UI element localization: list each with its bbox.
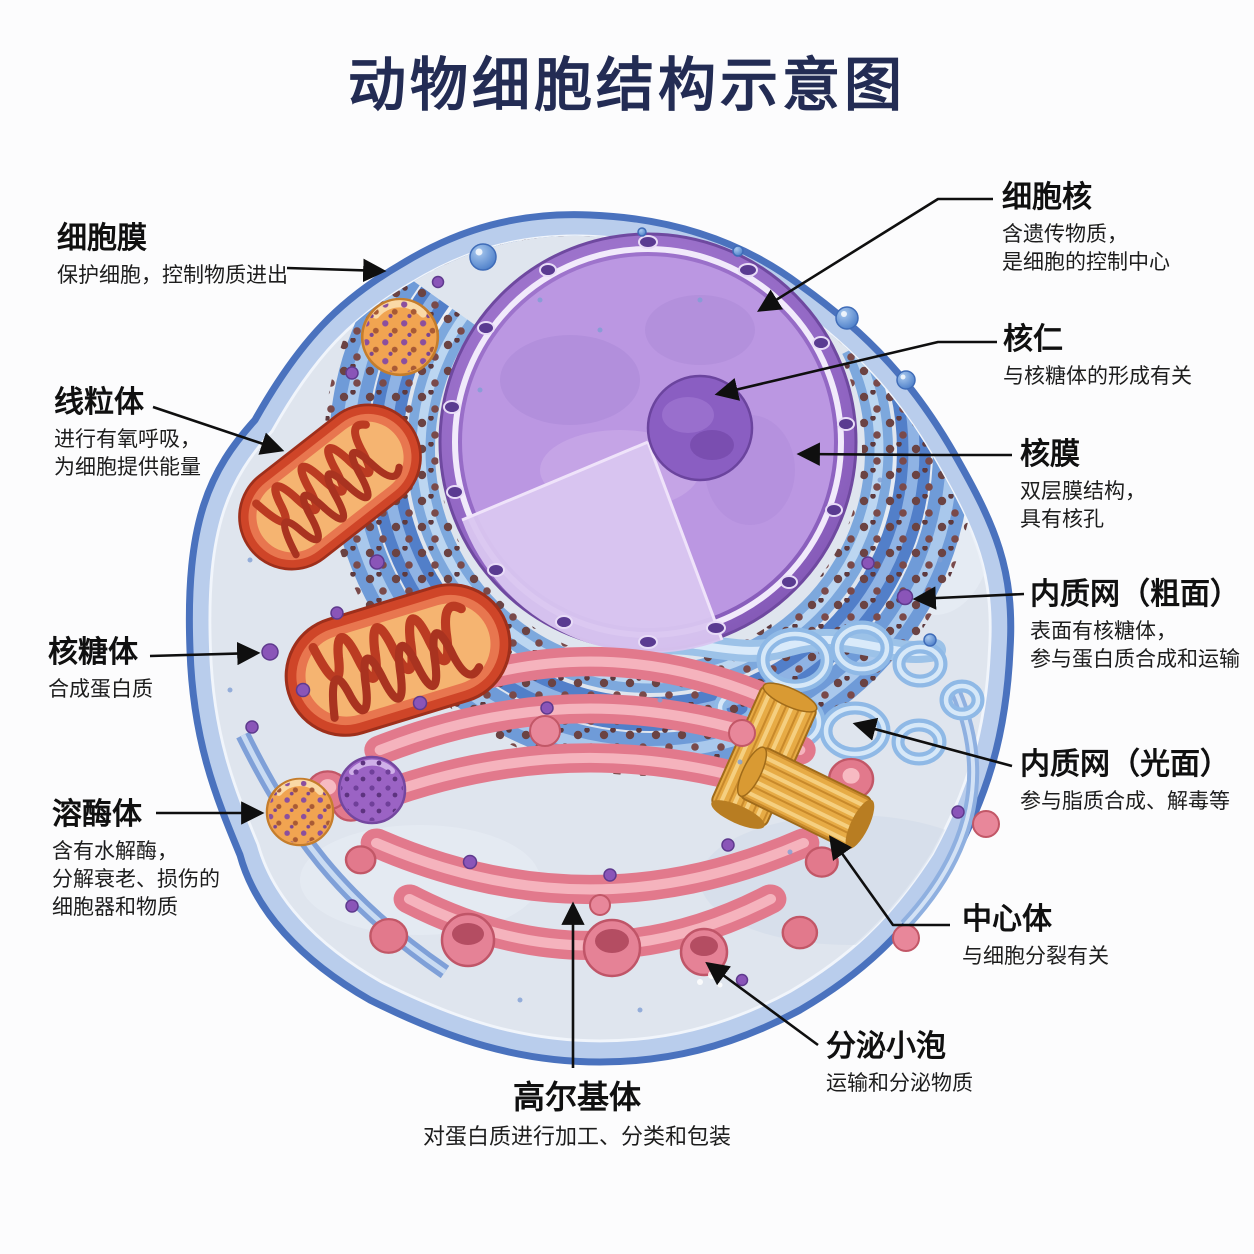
label-cell-membrane: 细胞膜 保护细胞，控制物质进出	[57, 222, 288, 287]
nucleolus-shape	[646, 374, 754, 482]
membrane-folds	[236, 687, 980, 979]
label-rough-er: 内质网（粗面） 表面有核糖体， 参与蛋白质合成和运输	[1030, 578, 1240, 672]
secretory-vesicles-shapes	[440, 715, 1000, 988]
nuclear-membrane-leader-line	[796, 442, 1012, 466]
label-lysosome: 溶酶体 含有水解酶， 分解衰老、损伤的 细胞器和物质	[52, 798, 220, 920]
nucleolus-leader-line	[714, 340, 997, 401]
cytoplasm-specks	[227, 297, 943, 1013]
label-golgi: 高尔基体 对蛋白质进行加工、分类和包装	[422, 1079, 731, 1150]
cell-membrane-leader-line	[286, 258, 387, 283]
label-secretory-vesicle: 分泌小泡 运输和分泌物质	[826, 1030, 973, 1095]
nuclear-pores	[443, 235, 855, 649]
label-nucleolus: 核仁 与核糖体的形成有关	[1003, 323, 1192, 388]
label-mitochondria: 线粒体 进行有氧呼吸， 为细胞提供能量	[54, 386, 201, 480]
label-smooth-er: 内质网（光面） 参与脂质合成、解毒等	[1020, 748, 1230, 813]
blue-vesicle-spheres	[469, 227, 937, 647]
ribosome-dots	[245, 275, 965, 987]
centriole-shape	[711, 682, 875, 849]
nucleus-leader-line	[757, 197, 993, 312]
mitochondria-leader-line	[152, 405, 285, 455]
page-title: 动物细胞结构示意图	[347, 53, 906, 118]
centrosome-leader-line	[828, 835, 950, 927]
ribosome-leader-line	[149, 641, 261, 666]
secretory-vesicle-leader-line	[705, 961, 819, 1047]
label-nuclear-membrane: 核膜 双层膜结构， 具有核孔	[1020, 438, 1146, 532]
smooth-er-leader-line	[852, 717, 1013, 768]
rough-er-leader-line	[912, 586, 1025, 610]
nucleus-shape	[438, 232, 858, 653]
label-centrosome: 中心体 与细胞分裂有关	[962, 903, 1109, 968]
peroxisome-shape	[337, 755, 407, 825]
label-nucleus: 细胞核 含遗传物质， 是细胞的控制中心	[1002, 181, 1170, 275]
label-ribosome: 核糖体 合成蛋白质	[48, 636, 153, 701]
